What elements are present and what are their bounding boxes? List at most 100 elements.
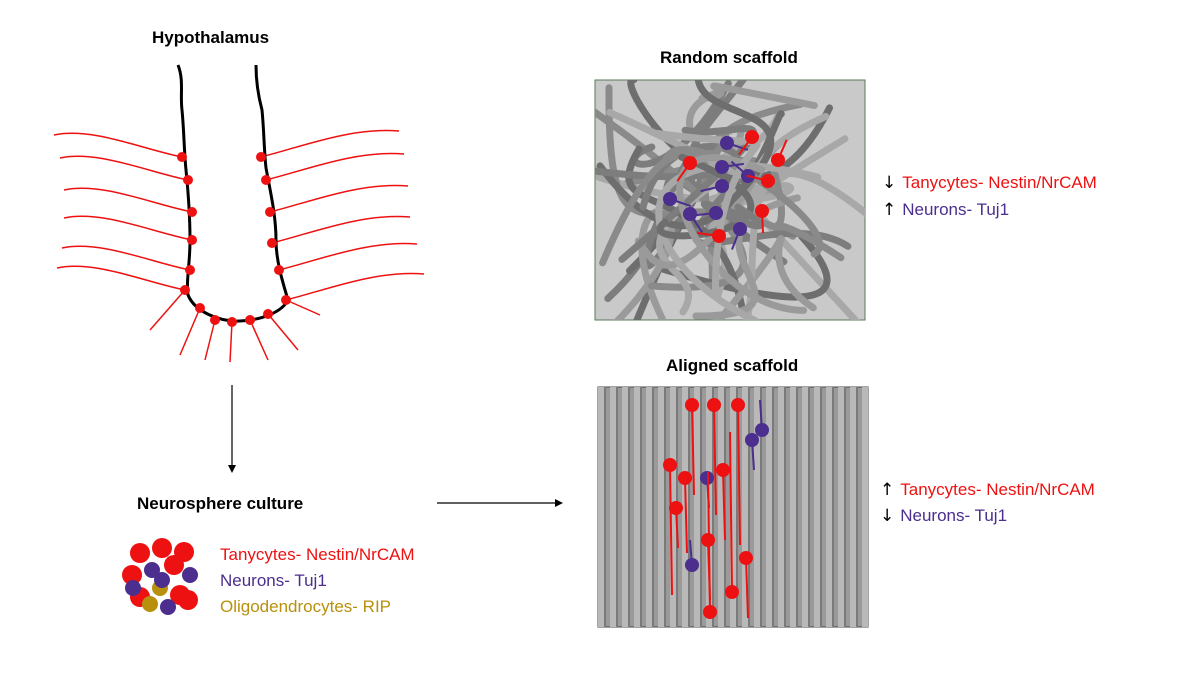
tanycyte-body	[180, 285, 190, 295]
tanycyte-body	[187, 235, 197, 245]
tanycyte-body	[177, 152, 187, 162]
tanycyte-cell	[755, 204, 769, 218]
tanycyte-body	[183, 175, 193, 185]
neurosphere-cell	[182, 567, 198, 583]
hypothalamus-drawing	[53, 64, 425, 363]
tanycyte-cell	[685, 398, 699, 412]
cell-process	[669, 464, 673, 596]
neurosphere-cell	[164, 555, 184, 575]
scaffold-fiber	[736, 387, 738, 627]
aligned-scaffold	[597, 386, 869, 628]
scaffold-fiber	[712, 387, 714, 627]
scaffold-fiber	[646, 387, 652, 627]
aligned-tanycyte-effect: ↑ Tanycytes- Nestin/NrCAM	[880, 480, 1095, 500]
scaffold-fiber	[714, 235, 817, 320]
aligned-scaffold-title: Aligned scaffold	[666, 356, 799, 375]
tanycyte-process	[63, 215, 193, 241]
up-arrow-icon: ↑	[880, 480, 895, 500]
tanycyte-body	[210, 315, 220, 325]
tanycyte-process	[179, 307, 201, 356]
tanycyte-process	[59, 155, 189, 181]
tanycyte-process	[249, 319, 269, 361]
neurosphere-cell	[160, 599, 176, 615]
third-ventricle-wall	[176, 64, 290, 323]
scaffold-fiber	[688, 387, 690, 627]
scaffold-fiber	[772, 387, 774, 627]
scaffold-fiber	[628, 387, 630, 627]
neurosphere-cluster	[122, 538, 198, 615]
scaffold-fiber	[754, 387, 760, 627]
tanycyte-body	[263, 309, 273, 319]
scaffold-fiber	[802, 387, 808, 627]
neurosphere-cell	[154, 572, 170, 588]
tanycyte-process	[285, 299, 321, 316]
tanycyte-cell	[669, 501, 683, 515]
tanycyte-cell-bodies	[177, 152, 291, 327]
neuron-cell	[715, 160, 729, 174]
neuron-cell	[733, 222, 747, 236]
cell-process	[745, 557, 749, 619]
scaffold-fiber	[622, 387, 628, 627]
tanycyte-cell	[707, 398, 721, 412]
tanycyte-process	[267, 313, 299, 351]
neuron-cell	[663, 192, 677, 206]
cell-process	[729, 431, 733, 593]
random-tanycyte-text: Tanycytes- Nestin/NrCAM	[902, 173, 1097, 192]
scaffold-fiber	[844, 387, 846, 627]
neurosphere-cell	[152, 538, 172, 558]
arrow-right	[437, 499, 563, 507]
aligned-tanycyte-text: Tanycytes- Nestin/NrCAM	[900, 480, 1095, 499]
scaffold-fiber	[820, 387, 822, 627]
tanycyte-cell	[703, 605, 717, 619]
neuron-cell	[683, 207, 697, 221]
tanycyte-cell	[731, 398, 745, 412]
scaffold-fiber	[730, 387, 736, 627]
arrow-down	[228, 385, 236, 473]
tanycyte-cell	[678, 471, 692, 485]
tanycyte-process	[204, 319, 216, 361]
tanycyte-process	[260, 129, 400, 158]
tanycyte-cell	[771, 153, 785, 167]
random-neuron-effect: ↑Neurons- Tuj1	[882, 200, 1009, 220]
tanycyte-process	[61, 245, 191, 271]
neurosphere-title: Neurosphere culture	[137, 494, 304, 513]
tanycyte-body	[281, 295, 291, 305]
tanycyte-process	[278, 242, 418, 271]
tanycyte-body	[261, 175, 271, 185]
random-scaffold	[594, 79, 866, 321]
scaffold-fiber	[664, 387, 666, 627]
cell-process	[722, 469, 726, 541]
tanycyte-cell	[761, 174, 775, 188]
neuron-cell	[720, 136, 734, 150]
random-tanycyte-effect: ↓ Tanycytes- Nestin/NrCAM	[882, 173, 1097, 193]
scaffold-fiber	[598, 387, 604, 627]
cell-process	[713, 404, 717, 516]
scaffold-fiber	[778, 387, 784, 627]
scaffold-fiber	[616, 387, 618, 627]
hypothalamus-title: Hypothalamus	[152, 28, 270, 47]
cell-process	[684, 477, 688, 554]
scaffold-fiber	[634, 387, 640, 627]
neuron-cell	[715, 179, 729, 193]
scaffold-fiber	[856, 387, 858, 627]
scaffold-fiber	[653, 129, 761, 299]
neuron-cell	[745, 433, 759, 447]
neurosphere-cell	[122, 565, 142, 585]
legend-tanycytes: Tanycytes- Nestin/NrCAM	[220, 545, 415, 564]
scaffold-fiber	[784, 387, 786, 627]
tanycyte-process	[285, 272, 425, 301]
tanycyte-process	[269, 184, 409, 213]
tanycyte-body	[195, 303, 205, 313]
neuron-cell	[709, 206, 723, 220]
aligned-neuron-effect: ↓Neurons- Tuj1	[880, 506, 1007, 526]
scaffold-fiber	[742, 387, 748, 627]
tanycyte-body	[227, 317, 237, 327]
scaffold-fiber	[790, 387, 796, 627]
down-arrow-icon: ↓	[882, 173, 897, 193]
tanycyte-process	[265, 152, 405, 181]
tanycyte-cell	[739, 551, 753, 565]
tanycyte-body	[256, 152, 266, 162]
tanycyte-process	[271, 215, 411, 244]
tanycyte-body	[185, 265, 195, 275]
